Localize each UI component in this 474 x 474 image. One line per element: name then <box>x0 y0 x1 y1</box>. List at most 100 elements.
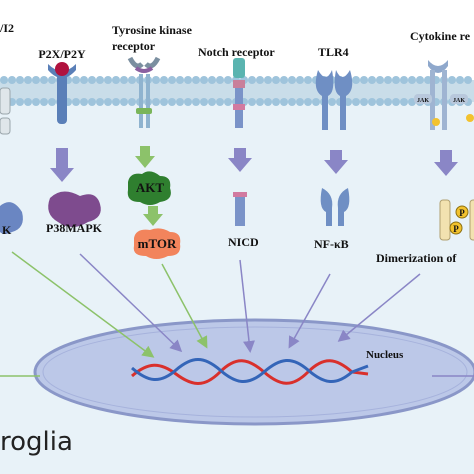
akt-protein: AKT <box>127 171 171 205</box>
left-receptor-partial <box>0 87 11 135</box>
arrow-cytokine <box>434 150 458 176</box>
lipid-head-top <box>256 76 264 84</box>
lipid-head-bottom <box>288 98 296 106</box>
lipid-head-bottom <box>256 98 264 106</box>
lipid-head-top <box>120 76 128 84</box>
nicd-label: NICD <box>228 235 259 249</box>
lipid-head-bottom <box>128 98 136 106</box>
cell-type-label: roglia <box>0 427 73 457</box>
lipid-head-bottom <box>384 98 392 106</box>
lipid-head-top <box>40 76 48 84</box>
lipid-head-bottom <box>392 98 400 106</box>
lipid-head-top <box>16 76 24 84</box>
lipid-head-bottom <box>200 98 208 106</box>
arrow-p2x <box>50 148 74 182</box>
lipid-head-bottom <box>168 98 176 106</box>
mtor-protein: mTOR <box>133 228 181 259</box>
lipid-head-top <box>264 76 272 84</box>
lipid-head-top <box>248 76 256 84</box>
lipid-head-bottom <box>80 98 88 106</box>
jak-box-left <box>414 94 432 104</box>
lipid-head-bottom <box>352 98 360 106</box>
lipid-head-top <box>360 76 368 84</box>
lipid-head-bottom <box>272 98 280 106</box>
lipid-head-top <box>160 76 168 84</box>
lipid-head-top <box>112 76 120 84</box>
arrow-notch <box>228 148 252 172</box>
downstream-arrows <box>50 146 458 226</box>
lipid-head-top <box>208 76 216 84</box>
lipid-head-bottom <box>120 98 128 106</box>
jak-box-right <box>450 94 468 104</box>
arrow-akt-mtor <box>143 206 163 226</box>
lipid-head-bottom <box>48 98 56 106</box>
lipid-head-bottom <box>24 98 32 106</box>
nicd-fragment <box>233 192 247 226</box>
lipid-head-bottom <box>280 98 288 106</box>
lipid-head-top <box>280 76 288 84</box>
lipid-head-top <box>392 76 400 84</box>
lipid-head-top <box>408 76 416 84</box>
lipid-head-top <box>464 76 472 84</box>
p2x-p2y-label: P2X/P2Y <box>38 47 86 61</box>
lipid-head-top <box>128 76 136 84</box>
lipid-head-top <box>176 76 184 84</box>
p2x-p2y-receptor <box>48 62 76 124</box>
lipid-head-bottom <box>96 98 104 106</box>
tyrosine-kinase-label-line1: Tyrosine kinase <box>112 23 193 37</box>
lipid-head-top <box>152 76 160 84</box>
tyrosine-kinase-label-line2: receptor <box>112 39 156 53</box>
stat-dimer: P P <box>439 199 474 241</box>
lipid-head-top <box>448 76 456 84</box>
lipid-head-top <box>192 76 200 84</box>
lipid-head-top <box>168 76 176 84</box>
lipid-head-top <box>216 76 224 84</box>
nucleus-label: Nucleus <box>366 349 404 361</box>
nfkb-dimer <box>320 188 350 226</box>
tlr4-receptor <box>315 70 353 130</box>
lipid-head-top <box>456 76 464 84</box>
notch-receptor <box>233 58 245 128</box>
lipid-head-bottom <box>32 98 40 106</box>
atp-ligand <box>55 62 69 76</box>
lipid-head-top <box>0 76 8 84</box>
lipid-head-bottom <box>160 98 168 106</box>
lipid-head-top <box>32 76 40 84</box>
lipid-head-top <box>368 76 376 84</box>
lipid-head-top <box>272 76 280 84</box>
mtor-label: mTOR <box>138 236 177 251</box>
lipid-head-bottom <box>88 98 96 106</box>
lipid-head-bottom <box>248 98 256 106</box>
lipid-head-top <box>416 76 424 84</box>
lipid-head-top <box>200 76 208 84</box>
tyrosine-kinase-receptor <box>127 56 161 128</box>
nucleus <box>33 318 474 426</box>
lipid-head-top <box>352 76 360 84</box>
lipid-head-bottom <box>368 98 376 106</box>
left-receptor-label: /I2 <box>0 21 14 35</box>
lipid-head-top <box>104 76 112 84</box>
lipid-head-top <box>96 76 104 84</box>
lipid-head-bottom <box>16 98 24 106</box>
lipid-head-top <box>8 76 16 84</box>
jak-label-left: JAK <box>417 98 429 104</box>
lipid-head-bottom <box>360 98 368 106</box>
lipid-head-top <box>384 76 392 84</box>
lipid-head-bottom <box>112 98 120 106</box>
lipid-head-top <box>296 76 304 84</box>
lipid-head-bottom <box>208 98 216 106</box>
lipid-head-bottom <box>104 98 112 106</box>
lipid-head-bottom <box>184 98 192 106</box>
lipid-head-bottom <box>216 98 224 106</box>
lipid-head-bottom <box>304 98 312 106</box>
p38mapk-protein <box>48 191 101 227</box>
akt-label: AKT <box>136 180 165 195</box>
jak-label-right: JAK <box>453 98 465 104</box>
left-kinase-label: K <box>2 223 12 237</box>
lipid-head-bottom <box>40 98 48 106</box>
arrow-p38-to-nucleus <box>79 253 183 353</box>
arrow-nicd-to-nucleus <box>239 259 255 353</box>
cytokine-receptor-label: Cytokine re <box>410 29 471 43</box>
phospho-label-1: P <box>459 208 465 218</box>
lipid-head-bottom <box>376 98 384 106</box>
